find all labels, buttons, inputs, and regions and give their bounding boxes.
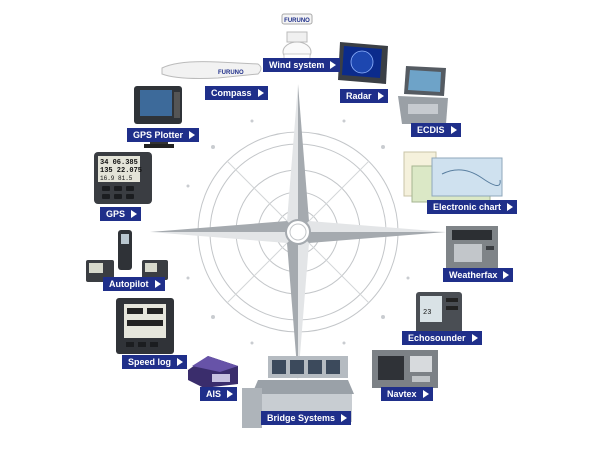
gps-line-2: 135 22.075 <box>100 167 142 175</box>
gps-unit-icon: 34 06.385 135 22.075 16.9 81.5 <box>94 152 152 204</box>
arrow-right-icon <box>450 126 457 134</box>
arrow-right-icon <box>471 334 478 342</box>
label-navtex[interactable]: Navtex <box>381 387 433 401</box>
arrow-right-icon <box>177 358 184 366</box>
label-gps[interactable]: GPS <box>100 207 142 221</box>
arrow-right-icon <box>227 390 234 398</box>
gps-line-1: 34 06.385 <box>100 159 138 167</box>
ais-unit-icon <box>188 356 238 388</box>
gps-line-3: 16.9 81.5 <box>100 175 133 182</box>
arrow-right-icon <box>154 280 161 288</box>
label-text: Wind system <box>269 60 325 70</box>
arrow-right-icon <box>422 390 429 398</box>
arrow-right-icon <box>257 89 264 97</box>
arrow-right-icon <box>503 271 510 279</box>
radar-display-icon <box>338 42 388 84</box>
compass-sensor-icon: FURUNO <box>161 61 262 79</box>
label-text: Weatherfax <box>449 270 498 280</box>
label-text: Echosounder <box>408 333 466 343</box>
wind-logo: FURUNO <box>284 18 310 24</box>
weatherfax-icon <box>446 226 498 268</box>
arrow-right-icon <box>131 210 138 218</box>
gps-plotter-icon <box>134 86 182 148</box>
label-text: Bridge Systems <box>267 413 336 423</box>
label-text: Speed log <box>128 357 172 367</box>
speed-log-icon <box>116 298 174 354</box>
label-text: Radar <box>346 91 372 101</box>
label-echosounder[interactable]: Echosounder <box>402 331 482 345</box>
label-electronic-chart[interactable]: Electronic chart <box>427 200 518 214</box>
ecdis-console-icon <box>398 66 448 124</box>
arrow-right-icon <box>330 61 337 69</box>
arrow-right-icon <box>507 203 514 211</box>
svg-text:23: 23 <box>423 309 431 317</box>
compass-logo: FURUNO <box>218 70 244 76</box>
label-text: ECDIS <box>417 125 445 135</box>
arrow-right-icon <box>377 92 384 100</box>
label-autopilot[interactable]: Autopilot <box>103 277 165 291</box>
label-speed-log[interactable]: Speed log <box>122 355 188 369</box>
echosounder-icon: 23 <box>416 292 462 336</box>
label-ecdis[interactable]: ECDIS <box>411 123 461 137</box>
autopilot-icon <box>86 230 168 282</box>
label-bridge-systems[interactable]: Bridge Systems <box>261 411 352 425</box>
label-text: Electronic chart <box>433 202 502 212</box>
electronic-chart-icon <box>403 151 503 203</box>
label-wind-system[interactable]: Wind system <box>263 58 341 72</box>
label-text: Navtex <box>387 389 417 399</box>
label-text: Autopilot <box>109 279 149 289</box>
label-text: AIS <box>206 389 222 399</box>
label-text: Compass <box>211 88 252 98</box>
navtex-icon <box>372 350 438 388</box>
label-gps-plotter[interactable]: GPS Plotter <box>127 128 200 142</box>
arrow-right-icon <box>341 414 348 422</box>
label-radar[interactable]: Radar <box>340 89 388 103</box>
arrow-right-icon <box>189 131 196 139</box>
label-weatherfax[interactable]: Weatherfax <box>443 268 514 282</box>
label-text: GPS <box>106 209 126 219</box>
label-ais[interactable]: AIS <box>200 387 238 401</box>
label-compass[interactable]: Compass <box>205 86 268 100</box>
label-text: GPS Plotter <box>133 130 184 140</box>
